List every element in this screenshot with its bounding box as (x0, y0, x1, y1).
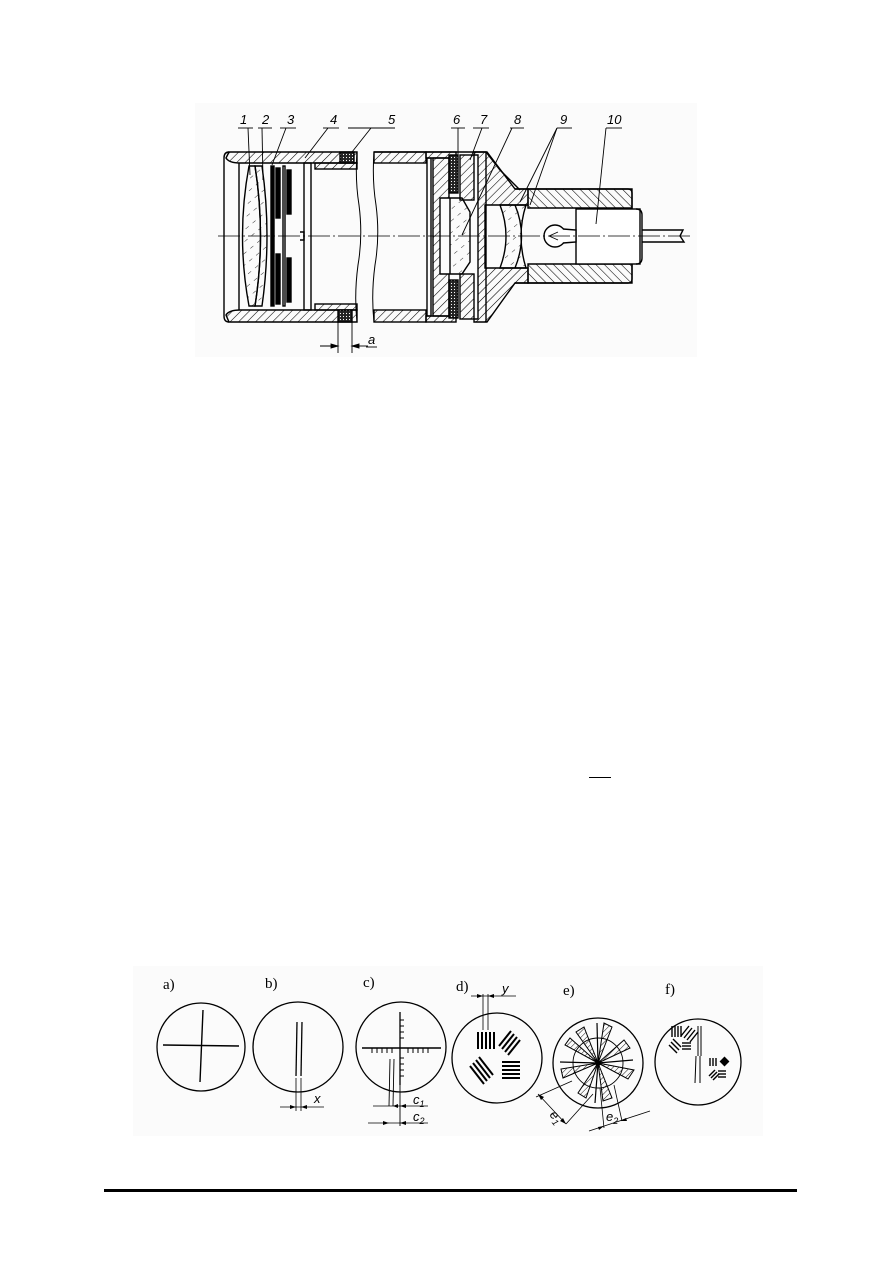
collimator-section-drawing: 1 2 3 4 5 6 7 8 9 10 a (195, 103, 697, 357)
part-label-7: 7 (480, 112, 488, 127)
part-numbers: 1 2 3 4 5 6 7 8 9 10 (240, 112, 622, 127)
part-label-6: 6 (453, 112, 461, 127)
left-housing (223, 151, 362, 323)
panel-f-label: f) (665, 982, 675, 998)
reticle-circle-a (156, 1002, 246, 1092)
panel-d: d) y (451, 979, 543, 1104)
dim-x-label: x (313, 1091, 321, 1106)
dim-y-label: y (501, 981, 510, 996)
part-label-3: 3 (287, 112, 295, 127)
panel-f: f) (654, 982, 742, 1106)
dim-c2-label: c2 (413, 1109, 425, 1126)
panel-b-label: b) (265, 976, 278, 992)
dim-c1-label: c1 (413, 1092, 425, 1109)
reticle-circle-e (552, 1017, 644, 1109)
part-label-8: 8 (514, 112, 522, 127)
part-label-5: 5 (388, 112, 396, 127)
reticle-circle-d (451, 1012, 543, 1104)
panel-b: b) x (252, 976, 344, 1111)
panel-c: c) c1 c2 (355, 975, 447, 1126)
part-label-9: 9 (560, 112, 567, 127)
part-leaders (238, 127, 622, 236)
dimension-a-label: a (368, 332, 375, 347)
panel-a-label: a) (163, 977, 175, 993)
part-label-10: 10 (607, 112, 622, 127)
reticle-circle-c (355, 1001, 447, 1093)
figure-background (133, 966, 763, 1136)
dimension-a (320, 322, 377, 353)
part-label-2: 2 (261, 112, 270, 127)
part-label-1: 1 (240, 112, 247, 127)
panel-d-label: d) (456, 979, 469, 995)
footer-rule (104, 1189, 797, 1192)
panel-e-label: e) (563, 983, 575, 999)
part-label-4: 4 (330, 112, 337, 127)
fraction-bar (589, 777, 611, 778)
panel-c-label: c) (363, 975, 375, 991)
panel-e: e) e1 e2 (535, 983, 651, 1132)
reticle-circle-b (252, 1001, 344, 1093)
reticle-circle-f (654, 1018, 742, 1106)
dim-e2-label: e2 (606, 1109, 618, 1126)
reticle-patterns-figure: a) b) x c) (133, 966, 763, 1136)
panel-a: a) (156, 977, 246, 1092)
